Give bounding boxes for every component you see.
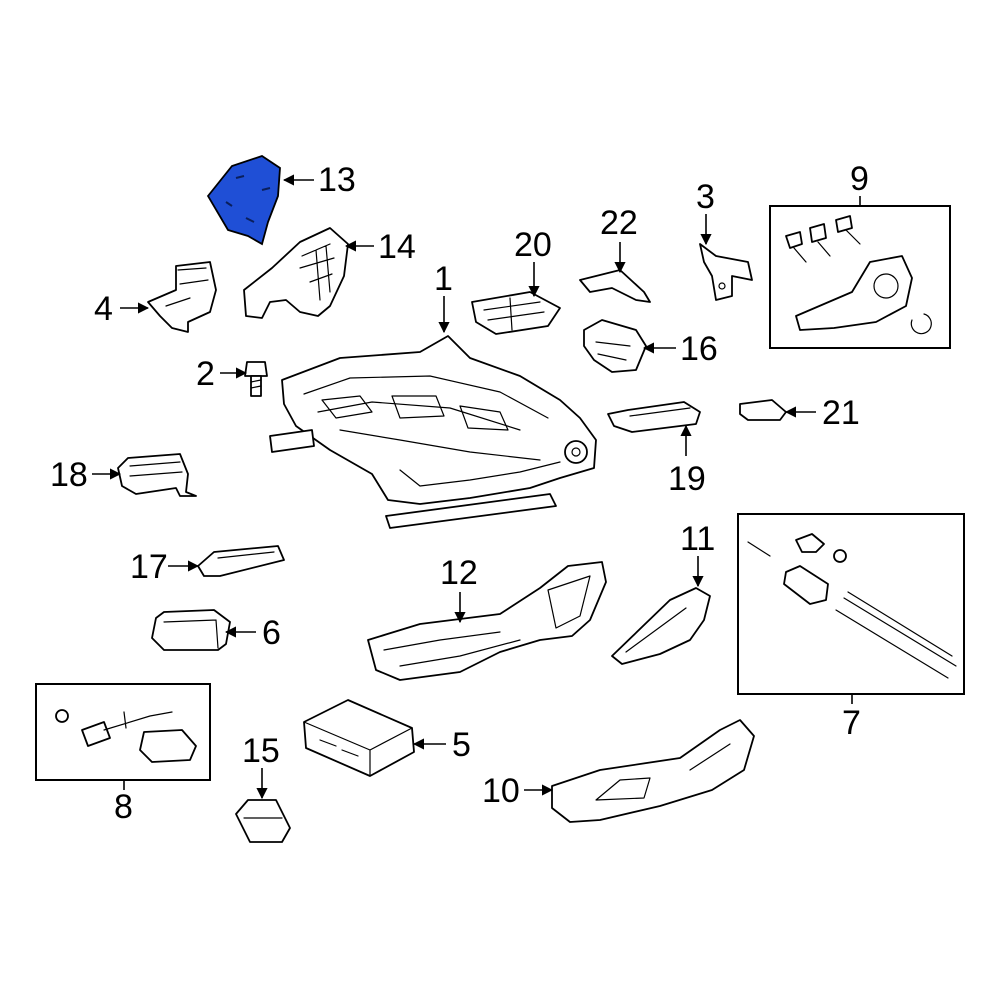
part-18-module[interactable] <box>117 453 197 497</box>
kit-7-box <box>737 513 965 695</box>
callout-13: 13 <box>318 161 356 199</box>
callout-11: 11 <box>680 520 715 558</box>
callout-19: 19 <box>668 460 706 498</box>
part-15-switch[interactable] <box>235 799 291 843</box>
callout-labels: 13 14 4 1 2 20 22 3 9 16 21 19 18 17 6 1… <box>50 160 869 826</box>
callout-9: 9 <box>850 160 869 198</box>
callout-7: 7 <box>842 704 861 742</box>
part-3-bracket[interactable] <box>699 243 753 301</box>
part-4-bracket[interactable] <box>147 261 217 333</box>
callout-3: 3 <box>696 178 715 216</box>
part-20-panel[interactable] <box>471 291 561 335</box>
part-11-panel[interactable] <box>611 587 711 665</box>
callout-16: 16 <box>680 330 718 368</box>
callout-2: 2 <box>196 355 215 393</box>
part-21-clip[interactable] <box>739 399 787 421</box>
callout-18: 18 <box>50 456 88 494</box>
callout-12: 12 <box>440 554 478 592</box>
part-17-trim[interactable] <box>197 545 285 577</box>
part-10-outer-shield[interactable] <box>551 719 755 823</box>
callout-6: 6 <box>262 614 281 652</box>
part-19-cover[interactable] <box>607 401 701 433</box>
callout-8: 8 <box>114 788 133 826</box>
callout-4: 4 <box>94 290 113 328</box>
part-7-actuator-kit[interactable] <box>737 513 965 695</box>
part-1-seat-frame[interactable] <box>269 335 597 529</box>
part-6-module[interactable] <box>151 609 231 651</box>
callout-22: 22 <box>600 204 638 242</box>
callout-1: 1 <box>434 260 453 298</box>
callout-15: 15 <box>242 732 280 770</box>
kit-8-box <box>35 683 211 781</box>
callout-17: 17 <box>130 548 168 586</box>
callout-5: 5 <box>452 726 471 764</box>
part-9-motor-kit[interactable] <box>769 205 951 349</box>
part-16-switch[interactable] <box>583 319 647 373</box>
leader-lines <box>92 174 861 800</box>
part-14-shield[interactable] <box>243 227 349 319</box>
part-22-clip[interactable] <box>579 269 651 303</box>
part-12-side-shield[interactable] <box>367 561 607 681</box>
part-2-bolt[interactable] <box>244 361 268 397</box>
part-13-trim-cover[interactable] <box>206 155 281 246</box>
part-5-control-module[interactable] <box>303 699 415 777</box>
callout-21: 21 <box>822 394 860 432</box>
part-8-motor-kit[interactable] <box>35 683 211 781</box>
callout-20: 20 <box>514 226 552 264</box>
callout-10: 10 <box>482 772 520 810</box>
callout-14: 14 <box>378 228 416 266</box>
